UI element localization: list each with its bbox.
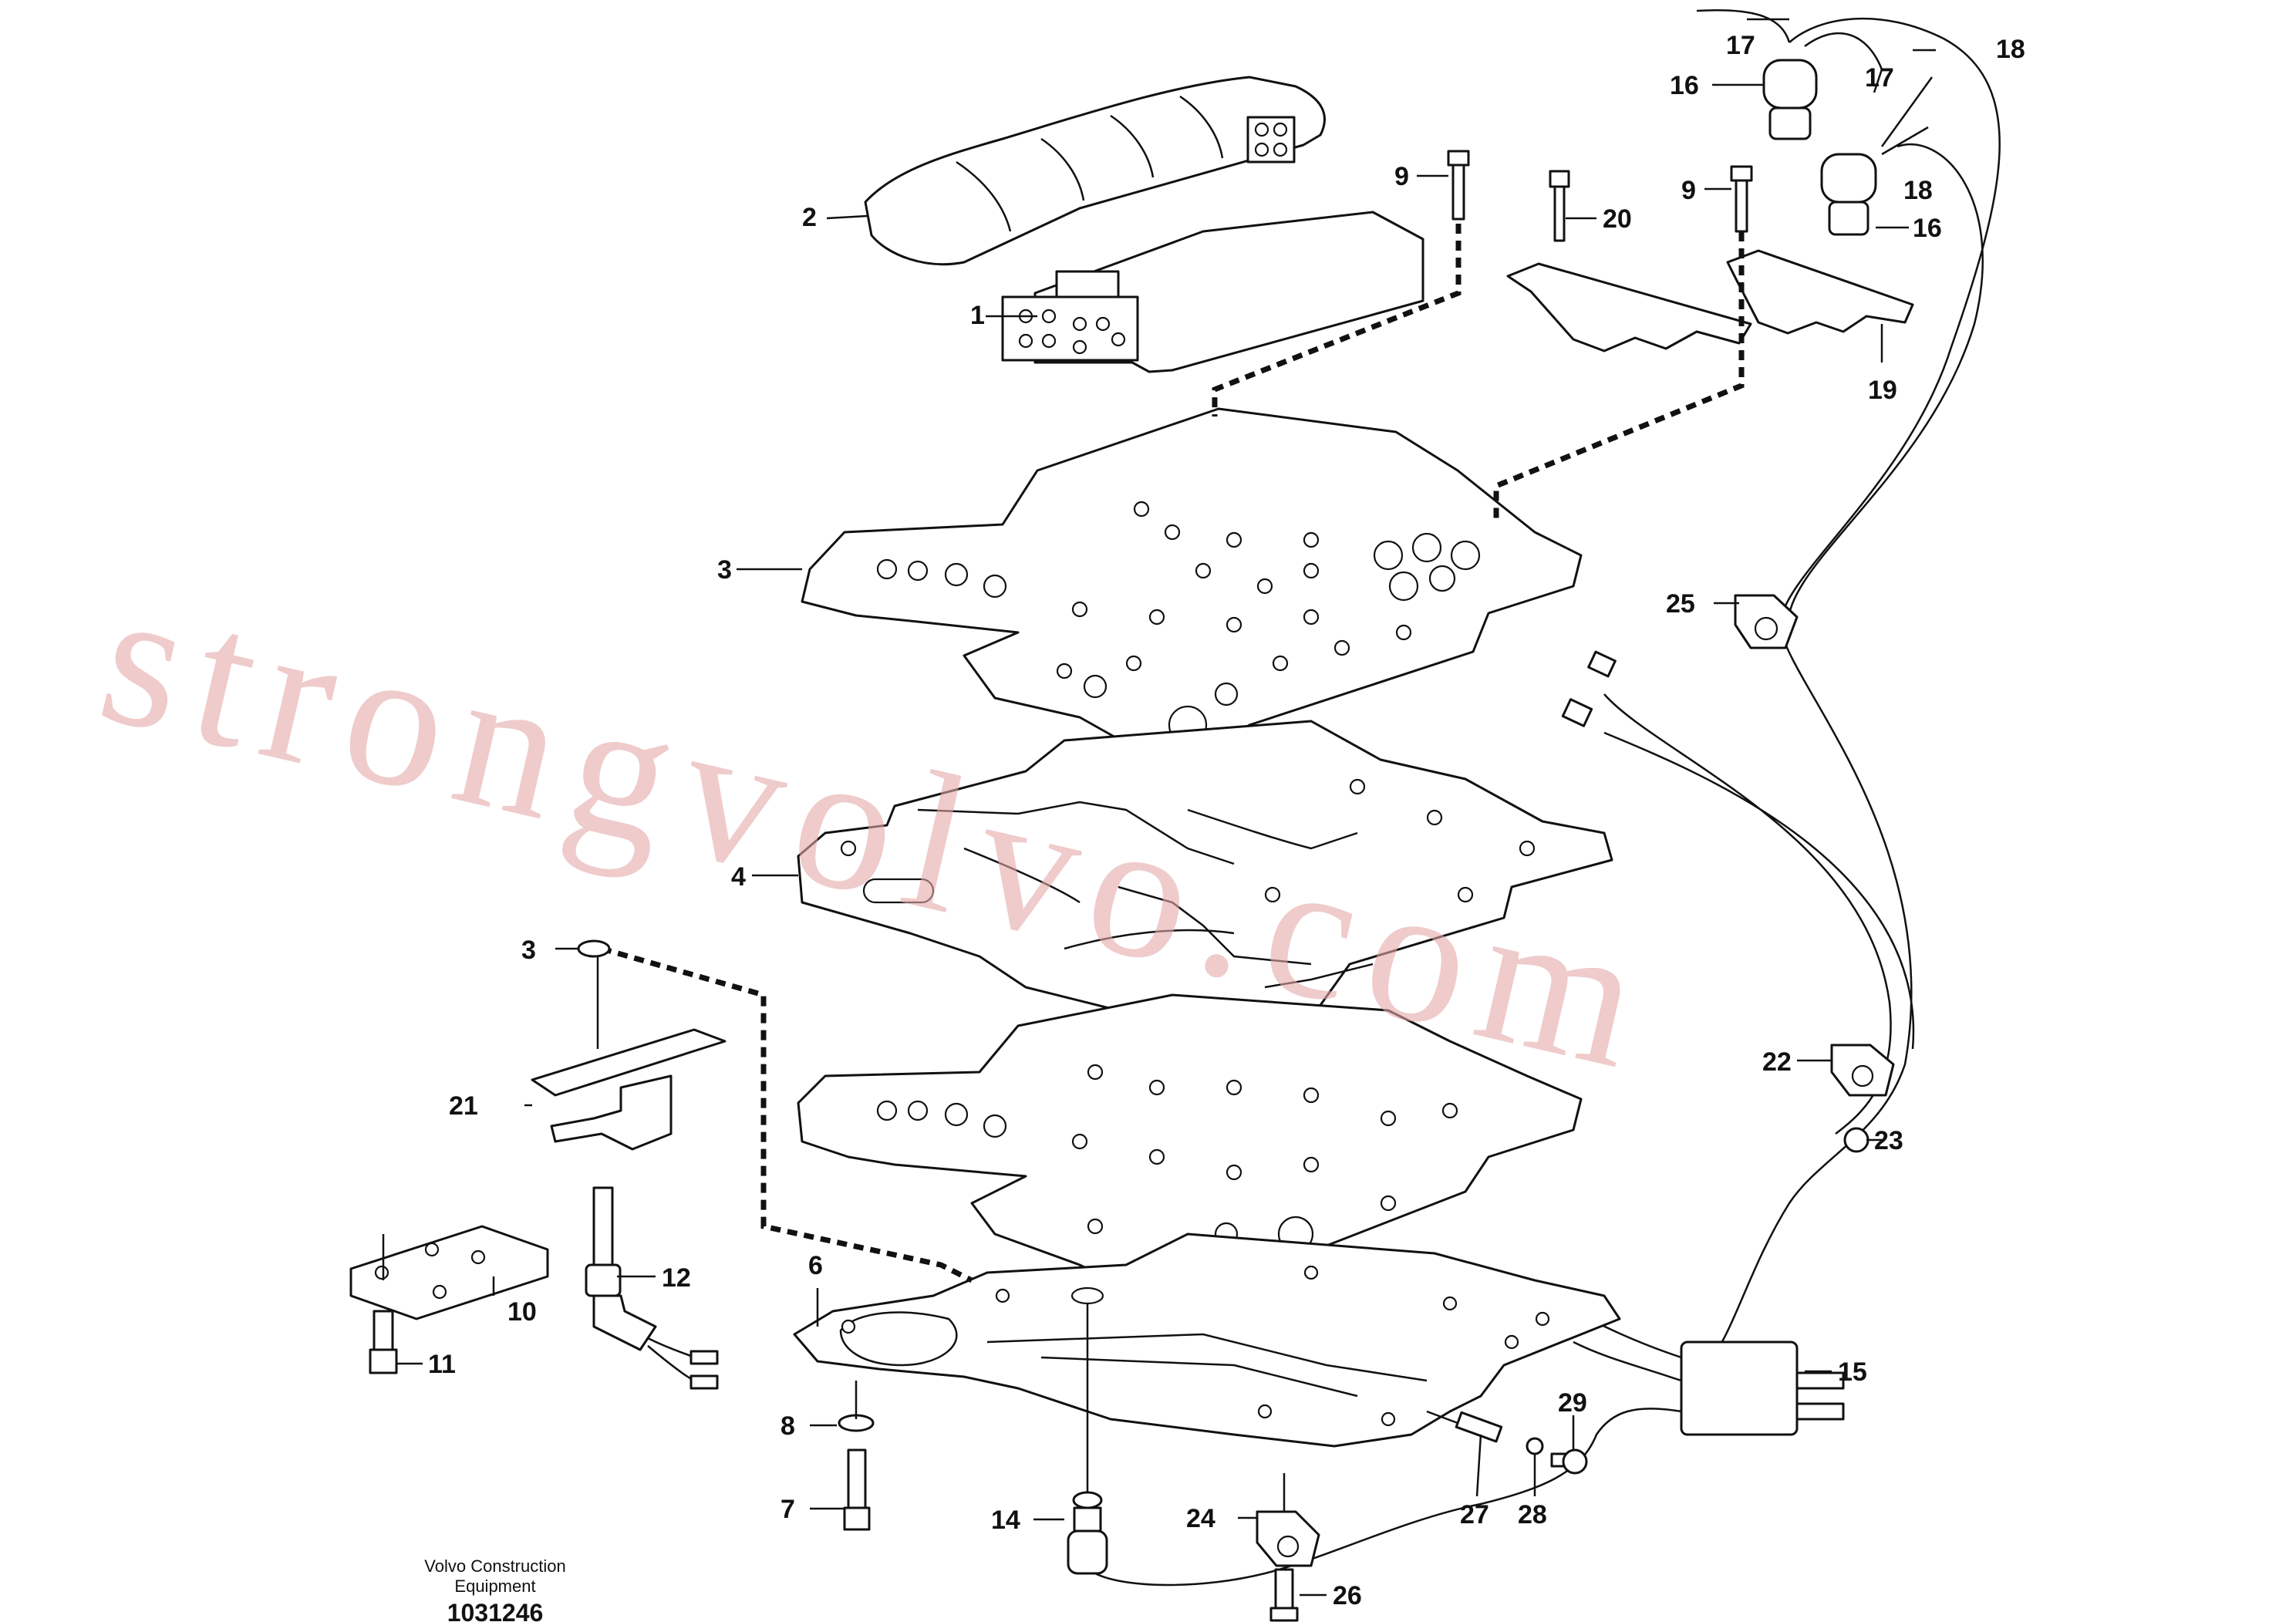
footer-drawing-number: 1031246: [447, 1599, 544, 1622]
plug-29: [1550, 1448, 1588, 1475]
callout-16-upper: 16: [1670, 71, 1699, 100]
footer-block: Volvo Construction Equipment 1031246: [424, 1556, 565, 1622]
callout-15: 15: [1838, 1357, 1867, 1387]
callout-4: 4: [731, 862, 746, 892]
bolt-9-right: [1730, 165, 1753, 233]
callout-28: 28: [1518, 1500, 1547, 1529]
clip-25: [1734, 594, 1799, 649]
callout-labels: 1 2 3 4 3 6 7 8 9 9 10 11 12 14 15 16 16…: [428, 31, 2025, 1610]
plug-27: [1455, 1411, 1503, 1443]
bolt-20: [1549, 170, 1570, 242]
callout-17-top: 17: [1726, 31, 1755, 60]
sensor-14-wire: [1094, 1408, 1682, 1587]
assembly-line-9-left: [1212, 224, 1462, 416]
bolt-11: [369, 1310, 398, 1374]
washer-3-left: [577, 939, 611, 958]
bolt-7: [843, 1448, 871, 1531]
callout-16-lower: 16: [1913, 214, 1942, 243]
cover-part: [864, 76, 1326, 266]
footer-company-line2: Equipment: [454, 1576, 535, 1596]
bolt-26: [1269, 1568, 1299, 1622]
callout-1: 1: [970, 301, 985, 330]
callout-7: 7: [781, 1495, 795, 1524]
callout-2: 2: [802, 203, 817, 232]
callout-17-right: 17: [1865, 63, 1894, 93]
clip-22: [1830, 1044, 1895, 1097]
callout-9-left: 9: [1394, 162, 1409, 191]
callout-leaders: [397, 18, 1936, 1597]
callout-3-left: 3: [521, 936, 536, 965]
callout-12: 12: [662, 1263, 691, 1293]
callout-11: 11: [428, 1350, 456, 1379]
sensor-16-lower: [1820, 153, 1877, 236]
callout-21: 21: [449, 1091, 478, 1121]
footer-company-line1: Volvo Construction: [424, 1556, 565, 1576]
callout-22: 22: [1762, 1047, 1792, 1077]
oring-28: [1526, 1437, 1544, 1455]
plate-3-upper: [801, 407, 1583, 761]
harness-wire-inner: [1603, 32, 1984, 1135]
callout-18-top: 18: [1996, 35, 2025, 64]
connector-15: [1573, 1310, 1845, 1436]
callout-24: 24: [1186, 1504, 1215, 1533]
assembly-line-9-right: [1493, 231, 1745, 524]
plate-4-separator: [797, 720, 1613, 1027]
plate-6-housing: [793, 1233, 1621, 1448]
callout-25: 25: [1666, 589, 1695, 619]
callout-8: 8: [781, 1411, 795, 1441]
callout-29: 29: [1558, 1388, 1587, 1418]
callout-23: 23: [1874, 1126, 1903, 1155]
plate-10: [349, 1225, 549, 1320]
sensor-14: [1067, 1491, 1108, 1575]
gasket-plate-right-19: [1726, 249, 1914, 335]
assembly-line-3-left: [601, 946, 973, 1283]
callout-27: 27: [1460, 1500, 1489, 1529]
sensor-16-upper: [1762, 59, 1818, 140]
valve-block-part: [1001, 211, 1424, 373]
bracket-21: [531, 1028, 727, 1151]
bolt-9-left: [1447, 150, 1470, 221]
callout-20: 20: [1603, 204, 1632, 234]
callout-10: 10: [507, 1297, 537, 1327]
callout-18-right: 18: [1903, 176, 1933, 205]
callout-19: 19: [1868, 376, 1897, 405]
callout-3-upper: 3: [717, 555, 732, 585]
callout-9-right: 9: [1681, 176, 1696, 205]
callout-14: 14: [991, 1506, 1020, 1535]
callout-26: 26: [1333, 1581, 1362, 1610]
plug-connectors-small: [1561, 650, 1617, 727]
callout-6: 6: [808, 1251, 823, 1280]
gasket-plate-left: [1506, 262, 1752, 352]
nut-23: [1843, 1127, 1870, 1153]
clip-24: [1256, 1510, 1320, 1567]
sensor-12: [585, 1186, 719, 1390]
seal-ring-center: [1070, 1286, 1104, 1305]
